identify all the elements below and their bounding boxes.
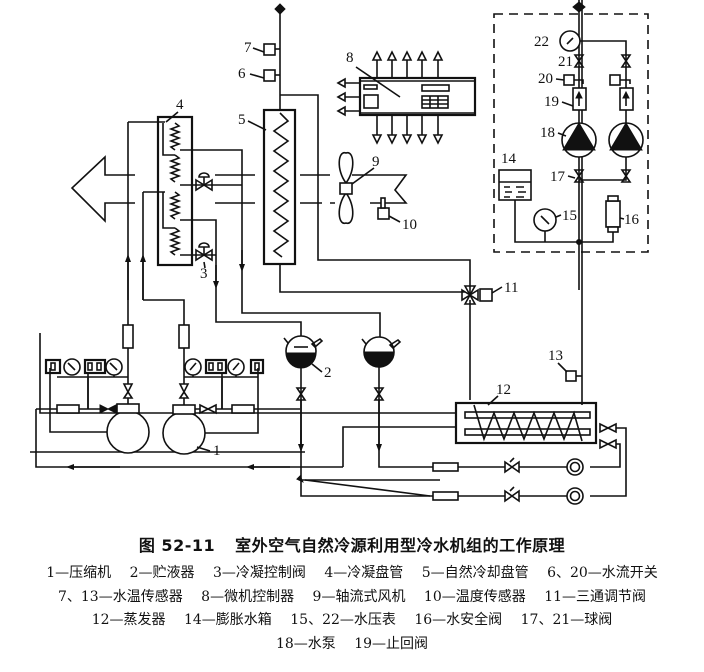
figure-caption: 图 52-11 室外空气自然冷源利用型冷水机组的工作原理 <box>0 532 704 556</box>
label-5: 5 <box>238 112 246 128</box>
label-12: 12 <box>496 382 511 398</box>
water-temp-sensor-13 <box>565 370 577 382</box>
component-legend: 1—压缩机 2—贮液器 3—冷凝控制阀 4—冷凝盘管 5—自然冷却盘管 6、20… <box>0 562 704 656</box>
legend-item: 15、22—水压表 <box>290 612 396 628</box>
temperature-sensor <box>377 197 390 220</box>
legend-row: 12—蒸发器 14—膨胀水箱 15、22—水压表 16—水安全阀 17、21—球… <box>0 609 704 633</box>
three-way-valve <box>461 285 493 305</box>
sight-glass-lower <box>566 487 584 505</box>
label-19: 19 <box>544 94 559 110</box>
legend-item: 12—蒸发器 <box>91 612 166 628</box>
legend-item: 1—压缩机 <box>46 565 112 581</box>
label-20: 20 <box>538 71 553 87</box>
figure-number: 图 52-11 <box>138 536 216 555</box>
label-3: 3 <box>200 266 208 282</box>
label-6: 6 <box>238 66 246 82</box>
legend-item: 8—微机控制器 <box>201 588 295 605</box>
airflow-arrow-icon <box>70 155 120 223</box>
compressor-gauges-left <box>44 358 128 409</box>
pipe-outlet-icon <box>274 3 286 15</box>
schematic-diagram: 1 2 3 4 5 6 7 8 9 10 11 12 13 14 15 16 1… <box>30 0 649 505</box>
label-13: 13 <box>548 348 563 364</box>
condensing-control-valve-upper <box>195 172 213 192</box>
label-2: 2 <box>324 365 332 381</box>
label-22: 22 <box>534 34 549 50</box>
label-16: 16 <box>624 212 640 228</box>
label-7: 7 <box>244 40 252 56</box>
label-17: 17 <box>550 169 566 185</box>
water-temp-sensor-7 <box>263 43 276 56</box>
liquid-receiver-1 <box>215 285 324 450</box>
compressor-right <box>143 299 300 455</box>
legend-item: 7、13—水温传感器 <box>57 588 183 605</box>
sight-glass-upper <box>566 458 584 476</box>
label-10: 10 <box>402 217 417 233</box>
legend-item: 10—温度传感器 <box>423 588 526 605</box>
legend-item: 17、21—球阀 <box>520 612 613 628</box>
legend-item: 5—自然冷却盘管 <box>421 565 529 581</box>
legend-item: 18—水泵 <box>275 635 336 652</box>
legend-item: 4—冷凝盘管 <box>324 565 404 581</box>
legend-row: 7、13—水温传感器 8—微机控制器 9—轴流式风机 10—温度传感器 11—三… <box>0 586 704 610</box>
legend-item: 11—三通调节阀 <box>544 588 647 605</box>
label-21: 21 <box>558 54 573 70</box>
label-18: 18 <box>540 125 555 141</box>
axial-fan <box>310 152 408 224</box>
compressor-gauges-right <box>184 358 265 409</box>
label-14: 14 <box>501 151 517 167</box>
label-8: 8 <box>346 50 354 66</box>
free-cooling-coil <box>262 108 297 266</box>
legend-item: 3—冷凝控制阀 <box>212 565 306 581</box>
condensing-control-valve-lower <box>195 242 213 262</box>
legend-row: 18—水泵 19—止回阀 <box>0 633 704 657</box>
pump-module <box>493 0 649 290</box>
legend-row: 1—压缩机 2—贮液器 3—冷凝控制阀 4—冷凝盘管 5—自然冷却盘管 6、20… <box>0 562 704 586</box>
microcomputer-controller <box>336 50 477 145</box>
condenser-coil <box>127 115 243 330</box>
legend-item: 19—止回阀 <box>354 635 429 652</box>
compressor-left <box>35 324 300 468</box>
water-flow-switch-6 <box>263 69 276 82</box>
label-9: 9 <box>372 154 380 170</box>
legend-item: 6、20—水流开关 <box>547 565 658 581</box>
liquid-receiver-2 <box>241 290 402 430</box>
legend-item: 2—贮液器 <box>129 565 195 581</box>
label-11: 11 <box>504 280 518 296</box>
label-15: 15 <box>562 208 577 224</box>
figure-title: 室外空气自然冷源利用型冷水机组的工作原理 <box>235 536 566 555</box>
legend-item: 14—膨胀水箱 <box>183 612 272 628</box>
label-4: 4 <box>176 97 184 113</box>
legend-item: 16—水安全阀 <box>414 612 503 628</box>
legend-item: 9—轴流式风机 <box>312 588 406 605</box>
evaporator <box>454 401 598 445</box>
label-1: 1 <box>213 443 221 459</box>
pump-outlet-icon <box>572 1 586 13</box>
